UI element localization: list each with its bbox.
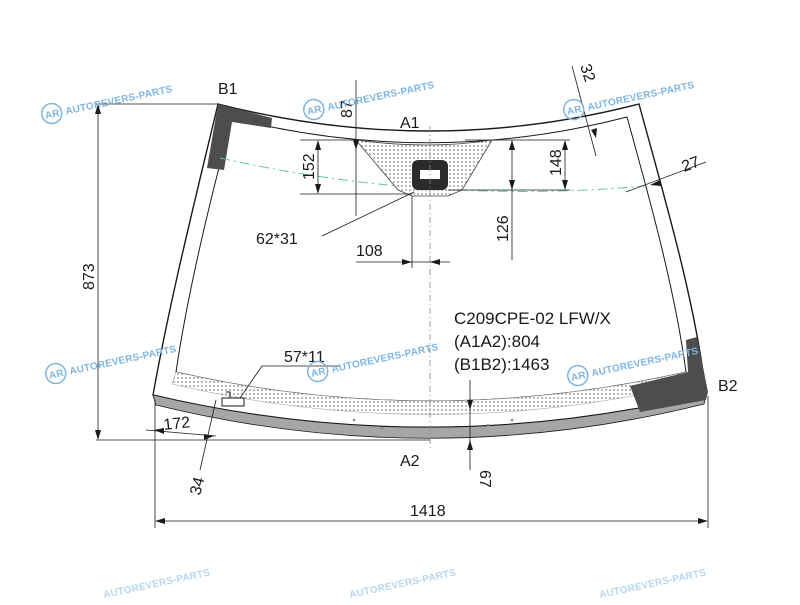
svg-text:AUTOREVERS-PARTS: AUTOREVERS-PARTS <box>598 567 707 600</box>
svg-text:AR: AR <box>44 108 61 122</box>
dim-1418: 1418 <box>410 503 446 520</box>
callout-vin-window: 57*11 <box>284 349 325 366</box>
svg-text:AR: AR <box>310 366 327 380</box>
bottom-marker-dots <box>352 418 514 430</box>
dim-27: 27 <box>680 154 703 176</box>
callout-sensor-size: 62*31 <box>256 231 298 248</box>
dim-126: 126 <box>495 215 512 242</box>
label-b2: B2 <box>718 378 738 395</box>
svg-text:AUTOREVERS-PARTS: AUTOREVERS-PARTS <box>348 567 457 600</box>
watermark: AR AUTOREVERS-PARTS <box>306 342 440 383</box>
b1b2-length: (B1B2):1463 <box>454 355 549 374</box>
dim-34: 34 <box>187 475 208 497</box>
watermark: AUTOREVERS-PARTS <box>102 567 211 600</box>
label-b1: B1 <box>218 81 238 98</box>
dim-152: 152 <box>301 153 318 180</box>
blackout-top-left <box>207 104 272 170</box>
dim-108: 108 <box>356 243 383 260</box>
svg-text:AR: AR <box>306 104 323 118</box>
dim-148: 148 <box>548 149 565 176</box>
watermark-text: AUTOREVERS-PARTS <box>587 80 696 113</box>
watermark-text: AUTOREVERS-PARTS <box>327 80 436 113</box>
svg-text:AR: AR <box>48 368 65 382</box>
dimension-arrows <box>95 104 708 524</box>
dim-32: 32 <box>576 62 598 84</box>
vin-window-notch <box>226 391 231 398</box>
svg-text:AR: AR <box>566 104 583 118</box>
blackout-bottom-right <box>630 337 708 412</box>
a1a2-length: (A1A2):804 <box>454 332 540 351</box>
dim-87: 87 <box>339 100 356 118</box>
sunband-line <box>219 157 646 192</box>
watermark-text: AUTOREVERS-PARTS <box>65 84 174 117</box>
svg-text:AUTOREVERS-PARTS: AUTOREVERS-PARTS <box>102 567 211 600</box>
dim-67: 67 <box>476 470 493 488</box>
model-code: C209CPE-02 LFW/X <box>454 309 611 328</box>
watermark: AUTOREVERS-PARTS <box>348 567 457 600</box>
watermark-text: AUTOREVERS-PARTS <box>69 344 178 377</box>
frit-dotted-band <box>171 371 691 415</box>
dim-172: 172 <box>163 414 191 434</box>
label-a2: A2 <box>400 453 420 470</box>
watermark: AUTOREVERS-PARTS <box>598 567 707 600</box>
dimension-lines <box>96 65 709 528</box>
label-a1: A1 <box>400 115 420 132</box>
svg-text:AR: AR <box>570 370 587 384</box>
watermark-text: AUTOREVERS-PARTS <box>331 342 440 375</box>
watermark: AR AUTOREVERS-PARTS <box>44 344 178 385</box>
vin-window <box>221 397 245 407</box>
watermark: AR AUTOREVERS-PARTS <box>40 84 174 125</box>
dim-873: 873 <box>81 263 98 290</box>
bottom-shade-band <box>152 393 707 439</box>
